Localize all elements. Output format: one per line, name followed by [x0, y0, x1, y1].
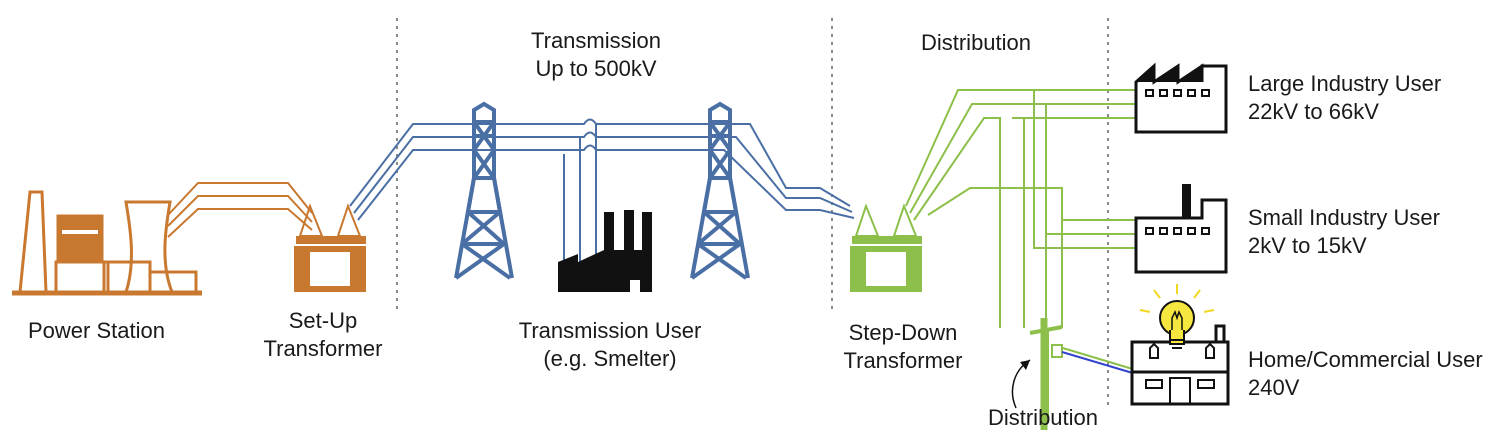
stepdown-transformer-line2: Transformer	[843, 348, 963, 373]
large-industry-factory-icon	[1134, 62, 1228, 134]
stepdown-transformer-icon	[850, 203, 922, 292]
house-icon	[1130, 324, 1230, 406]
small-industry-voltage: 2kV to 15kV	[1248, 233, 1367, 258]
pole-pointer-arrowhead	[1020, 360, 1030, 370]
power-station-label: Power Station	[28, 318, 165, 343]
small-industry-label: Small Industry User 2kV to 15kV	[1248, 204, 1440, 260]
section-dividers	[396, 18, 1109, 410]
distribution-pole-icon	[1029, 318, 1063, 430]
smelter-factory-icon	[558, 210, 652, 292]
service-drop-line	[1061, 351, 1137, 375]
power-station-icon	[12, 190, 202, 296]
large-industry-voltage: 22kV to 66kV	[1248, 99, 1379, 124]
transmission-heading: Transmission Up to 500kV	[506, 27, 686, 83]
distribution-heading: Distribution	[920, 30, 1032, 55]
setup-transformer-line1: Set-Up	[288, 308, 358, 333]
stepdown-transformer-line1: Step-Down	[848, 320, 958, 345]
home-commercial-voltage: 240V	[1248, 375, 1300, 400]
transmission-title: Transmission	[531, 28, 661, 53]
small-industry-name: Small Industry User	[1248, 205, 1440, 230]
transmission-voltage: Up to 500kV	[535, 56, 657, 81]
transmission-user-line1: Transmission User	[518, 318, 702, 343]
transmission-user-line2: (e.g. Smelter)	[543, 346, 677, 371]
transmission-tower-left	[454, 101, 514, 280]
distribution-pole-label: Distribution	[987, 405, 1099, 430]
transmission-user-label: Transmission User (e.g. Smelter)	[500, 317, 720, 373]
light-bulb-icon	[1139, 284, 1215, 349]
small-industry-factory-icon	[1134, 184, 1228, 274]
generation-lines	[167, 182, 313, 238]
pole-pointer-arrow	[1011, 359, 1031, 409]
large-industry-label: Large Industry User 22kV to 66kV	[1248, 70, 1441, 126]
home-commercial-name: Home/Commercial User	[1248, 347, 1483, 372]
transmission-tower-right	[690, 101, 750, 280]
setup-transformer-label: Set-Up Transformer	[248, 307, 398, 363]
transmission-lines	[349, 118, 855, 262]
distribution-lines	[905, 89, 1137, 415]
home-commercial-label: Home/Commercial User 240V	[1248, 346, 1483, 402]
setup-transformer-icon	[294, 203, 366, 292]
large-industry-name: Large Industry User	[1248, 71, 1442, 96]
setup-transformer-line2: Transformer	[263, 336, 383, 361]
stepdown-transformer-label: Step-Down Transformer	[828, 319, 978, 375]
